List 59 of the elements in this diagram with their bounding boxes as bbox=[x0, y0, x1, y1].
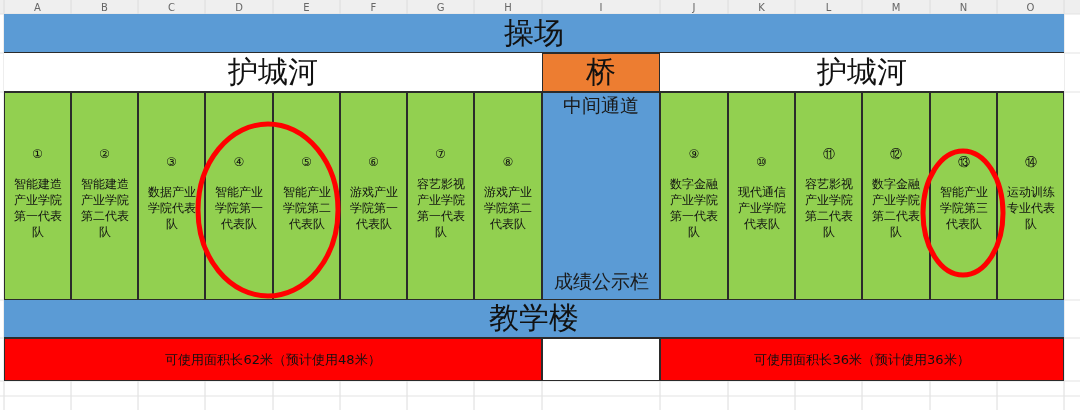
passage-cell bbox=[542, 92, 660, 300]
team-number: ⑭ bbox=[1023, 154, 1038, 170]
team-cell bbox=[728, 92, 795, 300]
team-cell bbox=[660, 92, 728, 300]
team-number: ① bbox=[31, 146, 44, 162]
team-name: 智能产业学院第三代表队 bbox=[939, 184, 988, 232]
team-name: 智能产业学院第一代表队 bbox=[215, 184, 263, 232]
team-cell bbox=[407, 92, 474, 300]
area-title: 护城河 bbox=[228, 52, 318, 91]
team-cell bbox=[862, 92, 930, 300]
team-name: 容艺影视产业学院第二代表队 bbox=[804, 176, 853, 240]
team-name: 现代通信产业学院代表队 bbox=[737, 184, 786, 232]
team-name: 容艺影视产业学院第一代表队 bbox=[416, 176, 465, 240]
team-cell bbox=[205, 92, 273, 300]
team-cell bbox=[340, 92, 407, 300]
team-name: 数字金融产业学院第二代表队 bbox=[872, 176, 920, 240]
team-number: ⑥ bbox=[367, 154, 380, 170]
team-number: ⑬ bbox=[956, 154, 971, 170]
usable-area-bar bbox=[4, 338, 542, 381]
team-cell bbox=[930, 92, 997, 300]
moat-band bbox=[660, 53, 1064, 92]
team-cell bbox=[138, 92, 205, 300]
team-number: ③ bbox=[165, 154, 178, 170]
team-number: ⑫ bbox=[889, 146, 903, 162]
area-band bbox=[4, 300, 1064, 338]
bridge-cell bbox=[542, 53, 660, 92]
team-number: ⑧ bbox=[501, 154, 515, 170]
team-number: ② bbox=[98, 146, 111, 162]
team-cell bbox=[795, 92, 862, 300]
team-name: 数据产业学院代表队 bbox=[147, 184, 196, 232]
area-note: 可使用面积长62米（预计使用48米） bbox=[165, 350, 381, 369]
moat-band bbox=[4, 53, 542, 92]
team-name: 数字金融产业学院第一代表队 bbox=[670, 176, 718, 240]
area-title: 操场 bbox=[504, 13, 564, 52]
team-cell bbox=[4, 92, 71, 300]
team-number: ⑪ bbox=[821, 146, 836, 162]
notice-board-label: 成绩公示栏 bbox=[553, 269, 649, 294]
team-cell bbox=[71, 92, 138, 300]
area-title: 护城河 bbox=[817, 52, 907, 91]
team-cell bbox=[273, 92, 340, 300]
passage-label: 中间通道 bbox=[563, 93, 639, 118]
area-title: 教学楼 bbox=[489, 299, 579, 337]
area-note: 可使用面积长36米（预计使用36米） bbox=[754, 350, 970, 369]
team-name: 智能建造产业学院第二代表队 bbox=[80, 176, 129, 240]
usable-area-bar bbox=[660, 338, 1064, 381]
team-name: 智能建造产业学院第一代表队 bbox=[13, 176, 62, 240]
area-band bbox=[4, 14, 1064, 53]
team-number: ⑩ bbox=[755, 154, 768, 170]
team-name: 运动训练专业代表队 bbox=[1006, 184, 1055, 232]
area-title: 桥 bbox=[586, 53, 616, 91]
team-number: ⑦ bbox=[434, 146, 447, 162]
team-number: ④ bbox=[232, 154, 246, 170]
team-name: 游戏产业学院第一代表队 bbox=[349, 184, 398, 232]
team-name: 智能产业学院第二代表队 bbox=[282, 184, 331, 232]
team-name: 游戏产业学院第二代表队 bbox=[484, 184, 532, 232]
team-number: ⑨ bbox=[687, 146, 701, 162]
team-cell bbox=[997, 92, 1064, 300]
team-cell bbox=[474, 92, 542, 300]
team-number: ⑤ bbox=[300, 154, 313, 170]
